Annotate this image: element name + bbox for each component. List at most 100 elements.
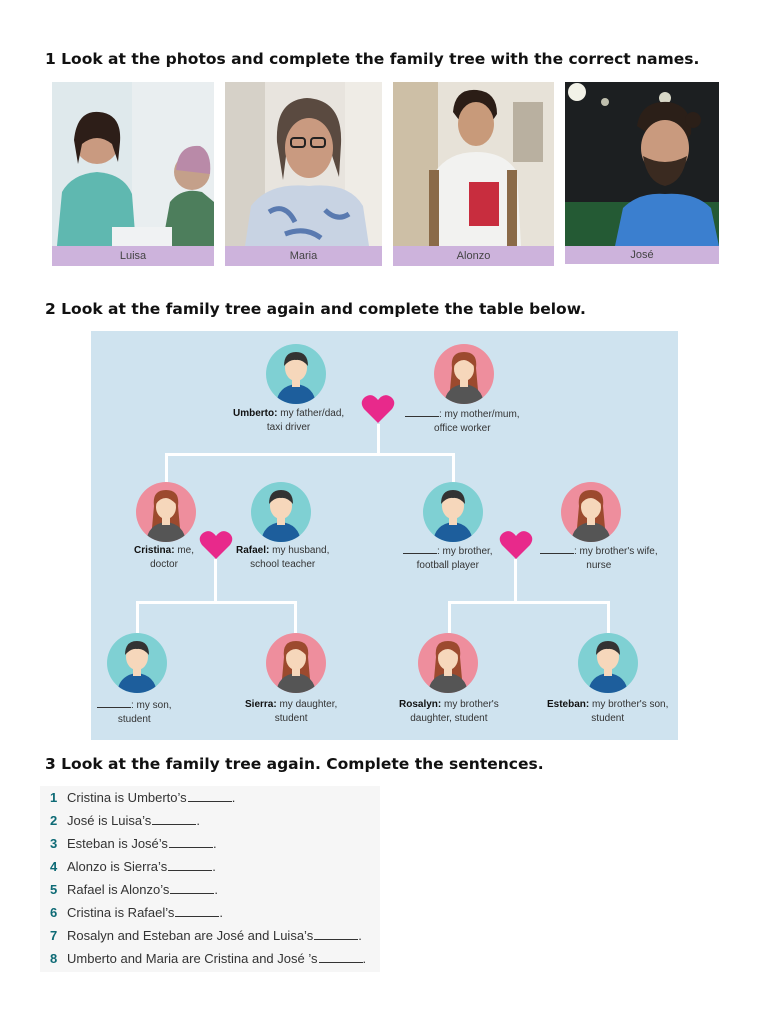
desc-esteban: my brother's son, [592, 699, 669, 710]
answer-blank[interactable] [152, 814, 197, 825]
label-rafael: Rafael: my husband, school teacher [236, 544, 329, 572]
job-rosalyn: daughter, student [410, 713, 488, 724]
desc-cristina: me, [177, 545, 195, 556]
label-mother: : my mother/mum, office worker [405, 407, 520, 436]
photo-luisa: Luisa [52, 82, 214, 266]
photo-caption: Alonzo [393, 246, 554, 266]
sentence-end: . [212, 836, 217, 851]
desc-mother: : my mother/mum, [439, 409, 520, 420]
answer-blank [97, 698, 131, 708]
photo-jose: José [565, 82, 719, 266]
family-tree: Umberto: my father/dad, taxi driver : my… [91, 331, 678, 740]
sentence-number: 1 [50, 790, 58, 805]
sentence-text: Esteban is José’s [67, 836, 168, 851]
sentence-end: . [219, 905, 224, 920]
tree-line [607, 601, 610, 633]
sentence-number: 6 [50, 905, 58, 920]
photo-nurse-image [52, 82, 214, 246]
section3-heading: 3 Look at the family tree again. Complet… [45, 755, 544, 773]
photo-woman-image [225, 82, 382, 246]
sentence-item: 6 Cristina is Rafael’s. [50, 905, 223, 920]
avatar-male-icon [251, 482, 311, 542]
avatar-female-icon [136, 482, 196, 542]
avatar-male-icon [107, 633, 167, 693]
answer-blank[interactable] [187, 791, 232, 802]
sentence-text: Rafael is Alonzo’s [67, 882, 170, 897]
job-esteban: student [591, 713, 625, 724]
sentence-text: Cristina is Rafael’s [67, 905, 175, 920]
label-esteban: Esteban: my brother's son, student [547, 698, 668, 726]
desc-brother: : my brother, [437, 546, 493, 557]
sentence-number: 2 [50, 813, 58, 828]
sentence-end: . [231, 790, 236, 805]
label-sierra: Sierra: my daughter, student [245, 698, 337, 726]
answer-blank [540, 544, 574, 554]
answer-blank[interactable] [318, 952, 363, 963]
answer-blank[interactable] [314, 929, 359, 940]
desc-sierra: my daughter, [279, 699, 338, 710]
sentence-text: Cristina is Umberto’s [67, 790, 187, 805]
photo-alonzo: Alonzo [393, 82, 554, 266]
name-sierra: Sierra: [245, 699, 277, 710]
photo-man-image [565, 82, 719, 246]
sentence-text: Alonzo is Sierra’s [67, 859, 168, 874]
avatar-female-icon [561, 482, 621, 542]
photo-teen-image [393, 82, 554, 246]
avatar-female-icon [434, 344, 494, 404]
sentence-item: 1 Cristina is Umberto’s. [50, 790, 235, 805]
job-cristina: doctor [150, 559, 178, 570]
heart-icon [361, 395, 395, 423]
heart-icon [499, 531, 533, 559]
name-umberto: Umberto: [233, 408, 278, 419]
tree-line [165, 453, 455, 456]
sentence-text: Umberto and Maria are Cristina and José … [67, 951, 318, 966]
desc-rosalyn: my brother's [444, 699, 499, 710]
heart-icon [199, 531, 233, 559]
job-umberto: taxi driver [266, 422, 311, 433]
tree-line [214, 559, 217, 603]
avatar-male-icon [266, 344, 326, 404]
answer-blank [403, 544, 437, 554]
answer-blank[interactable] [168, 837, 213, 848]
tree-line [294, 601, 297, 633]
tree-line [165, 453, 168, 485]
tree-line [377, 424, 380, 454]
avatar-male-icon [423, 482, 483, 542]
desc-rafael: my husband, [272, 545, 330, 556]
sentence-end: . [212, 859, 216, 874]
answer-blank[interactable] [168, 860, 213, 871]
job-brother: football player [416, 560, 479, 571]
tree-line [448, 601, 610, 604]
avatar-female-icon [266, 633, 326, 693]
desc-brothers-wife: : my brother's wife, [574, 546, 658, 557]
name-esteban: Esteban: [547, 699, 590, 710]
photo-caption: Maria [225, 246, 382, 266]
sentence-item: 5 Rafael is Alonzo’s. [50, 882, 218, 897]
sentence-item: 3 Esteban is José’s. [50, 836, 217, 851]
tree-line [136, 601, 296, 604]
avatar-female-icon [418, 633, 478, 693]
job-mother: office worker [434, 423, 491, 434]
sentence-number: 5 [50, 882, 58, 897]
sentence-number: 3 [50, 836, 58, 851]
sentence-end: . [214, 882, 218, 897]
desc-umberto: my father/dad, [280, 408, 345, 419]
answer-blank[interactable] [170, 883, 215, 894]
job-son: student [117, 714, 151, 725]
sentence-number: 7 [50, 928, 58, 943]
name-cristina: Cristina: [134, 545, 175, 556]
sentence-number: 4 [50, 859, 58, 874]
sentence-item: 4 Alonzo is Sierra’s. [50, 859, 216, 874]
sentence-end: . [358, 928, 362, 943]
job-brothers-wife: nurse [586, 560, 612, 571]
answer-blank[interactable] [175, 906, 220, 917]
label-brothers-wife: : my brother's wife, nurse [540, 544, 658, 573]
name-rafael: Rafael: [236, 545, 270, 556]
section1-heading: 1 Look at the photos and complete the fa… [45, 50, 700, 68]
photo-caption: José [565, 246, 719, 264]
job-sierra: student [274, 713, 308, 724]
